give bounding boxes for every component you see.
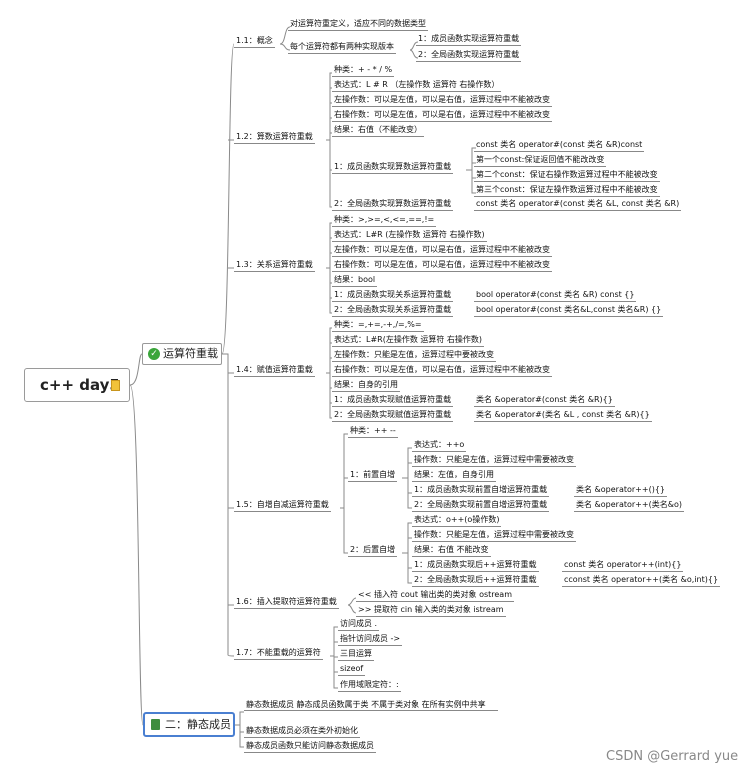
node-member-signature[interactable]: const 类名 operator++(int){} xyxy=(562,559,684,572)
node-member[interactable]: 1：成员函数实现算数运算符重载 xyxy=(332,161,454,174)
note-icon xyxy=(111,380,120,391)
node-result[interactable]: 结果：自身的引用 xyxy=(332,379,400,392)
node-kind[interactable]: 种类：>,>=,<,<=,==,!= xyxy=(332,214,437,227)
node-member[interactable]: 1：成员函数实现赋值运算符重载 xyxy=(332,394,454,407)
node-const-1[interactable]: 第一个const:保证返回值不能改改变 xyxy=(474,154,607,167)
node-signature[interactable]: const 类名 operator#(const 类名 &R)const xyxy=(474,139,645,152)
node-1-1[interactable]: 1.1：概念 xyxy=(234,35,275,48)
node-kind[interactable]: 种类：=,+=,-+,/=,%= xyxy=(332,319,424,332)
node-global[interactable]: 2：全局函数实现前置自增运算符重载 xyxy=(412,499,550,512)
node-static-func[interactable]: 静态成员函数只能访问静态数据成员 xyxy=(244,740,376,753)
node-global-signature[interactable]: 类名 &operator++(类名&o) xyxy=(574,499,684,512)
node-left-operand[interactable]: 左操作数：只能是左值，运算过程中要被改变 xyxy=(332,349,496,362)
node-member-signature[interactable]: bool operator#(const 类名 &R) const {} xyxy=(474,289,637,302)
node-operand[interactable]: 操作数：只能是左值，运算过程中需要被改变 xyxy=(412,529,576,542)
node-1-3[interactable]: 1.3：关系运算符重载 xyxy=(234,259,315,272)
node-sizeof[interactable]: sizeof xyxy=(338,663,366,676)
root-title: c++ day5 xyxy=(40,376,120,394)
node-global[interactable]: 2：全局函数实现关系运算符重载 xyxy=(332,304,454,317)
node-right-operand[interactable]: 右操作数：可以是左值，可以是右值，运算过程中不能被改变 xyxy=(332,259,552,272)
node-expr[interactable]: 表达式：L # R （左操作数 运算符 右操作数） xyxy=(332,79,502,92)
node-static-init[interactable]: 静态数据成员必须在类外初始化 xyxy=(244,725,360,738)
node-right-operand[interactable]: 右操作数：可以是左值，可以是右值，运算过程中不能被改变 xyxy=(332,364,552,377)
node-expr[interactable]: 表达式：o++(o操作数) xyxy=(412,514,502,527)
node-two-versions[interactable]: 每个运算符都有两种实现版本 xyxy=(288,41,396,54)
node-result[interactable]: 结果：左值，自身引用 xyxy=(412,469,496,482)
node-member[interactable]: 1：成员函数实现后++运算符重载 xyxy=(412,559,539,572)
node-result[interactable]: 结果：右值 不能改变 xyxy=(412,544,491,557)
node-scope[interactable]: 作用域限定符：: xyxy=(338,679,401,692)
check-icon: ✓ xyxy=(148,348,160,360)
node-expr[interactable]: 表达式：L#R (左操作数 运算符 右操作数) xyxy=(332,229,487,242)
node-ternary[interactable]: 三目运算 xyxy=(338,648,374,661)
node-const-2[interactable]: 第二个const：保证右操作数运算过程中不能被改变 xyxy=(474,169,660,182)
node-insertion[interactable]: << 插入符 cout 输出类的类对象 ostream xyxy=(356,589,515,602)
node-left-operand[interactable]: 左操作数：可以是左值，可以是右值，运算过程中不能被改变 xyxy=(332,244,552,257)
node-global[interactable]: 2：全局函数实现赋值运算符重载 xyxy=(332,409,454,422)
node-1-2[interactable]: 1.2：算数运算符重载 xyxy=(234,131,315,144)
node-1-4[interactable]: 1.4：赋值运算符重载 xyxy=(234,364,315,377)
node-global[interactable]: 2：全局函数实现算数运算符重载 xyxy=(332,198,454,211)
node-static-shared[interactable]: 静态数据成员 静态成员函数属于类 不属于类对象 在所有实例中共享 xyxy=(244,700,498,711)
node-member-signature[interactable]: 类名 &operator++(){} xyxy=(574,484,668,497)
node-left-operand[interactable]: 左操作数：可以是左值，可以是右值，运算过程中不能被改变 xyxy=(332,94,552,107)
node-prefix[interactable]: 1：前置自增 xyxy=(348,469,398,482)
node-global-signature[interactable]: 类名 &operator#(类名 &L , const 类名 &R){} xyxy=(474,409,652,422)
document-icon xyxy=(151,719,160,730)
node-concept-def[interactable]: 对运算符重定义，适应不同的数据类型 xyxy=(288,18,428,31)
node-global[interactable]: 2：全局函数实现后++运算符重载 xyxy=(412,574,539,587)
root-node[interactable]: c++ day5 xyxy=(24,368,130,402)
node-kind[interactable]: 种类：++ -- xyxy=(348,425,398,438)
node-postfix[interactable]: 2：后置自增 xyxy=(348,544,398,557)
node-right-operand[interactable]: 右操作数：可以是左值，可以是右值，运算过程中不能被改变 xyxy=(332,109,552,122)
node-expr[interactable]: 表达式：++o xyxy=(412,439,467,452)
node-pointer-access[interactable]: 指针访问成员 -> xyxy=(338,633,403,646)
node-global-signature[interactable]: bool operator#(const 类名&L,const 类名&R) {} xyxy=(474,304,664,317)
branch-static-members[interactable]: 二：静态成员 xyxy=(143,712,235,737)
branch-operator-overloading[interactable]: ✓ 运算符重载 xyxy=(142,343,222,365)
branch-title: 运算符重载 xyxy=(163,347,218,360)
node-1-5[interactable]: 1.5：自增自减运算符重载 xyxy=(234,499,331,512)
node-member-signature[interactable]: 类名 &operator#(const 类名 &R){} xyxy=(474,394,615,407)
node-result[interactable]: 结果：右值（不能改变） xyxy=(332,124,424,137)
branch-title: 二：静态成员 xyxy=(165,718,231,731)
node-operand[interactable]: 操作数：只能是左值，运算过程中需要被改变 xyxy=(412,454,576,467)
node-global-impl[interactable]: 2：全局函数实现运算符重载 xyxy=(416,49,522,62)
node-1-7[interactable]: 1.7：不能重载的运算符 xyxy=(234,647,323,660)
node-const-3[interactable]: 第三个const：保证左操作数运算过程中不能被改变 xyxy=(474,184,660,197)
node-member[interactable]: 1：成员函数实现关系运算符重载 xyxy=(332,289,454,302)
node-member-impl[interactable]: 1：成员函数实现运算符重载 xyxy=(416,33,522,46)
node-expr[interactable]: 表达式：L#R(左操作数 运算符 右操作数) xyxy=(332,334,485,347)
node-global-signature[interactable]: const 类名 operator#(const 类名 &L, const 类名… xyxy=(474,198,682,211)
node-member-access[interactable]: 访问成员 . xyxy=(338,618,380,631)
watermark: CSDN @Gerrard yue xyxy=(606,749,739,764)
node-global-signature[interactable]: cconst 类名 operator++(类名 &o,int){} xyxy=(562,574,721,587)
node-extraction[interactable]: >> 提取符 cin 输入类的类对象 istream xyxy=(356,604,506,617)
node-1-6[interactable]: 1.6：插入提取符运算符重载 xyxy=(234,596,339,609)
node-result[interactable]: 结果：bool xyxy=(332,274,378,287)
node-member[interactable]: 1：成员函数实现前置自增运算符重载 xyxy=(412,484,550,497)
node-kind[interactable]: 种类：+ - * / % xyxy=(332,64,395,77)
